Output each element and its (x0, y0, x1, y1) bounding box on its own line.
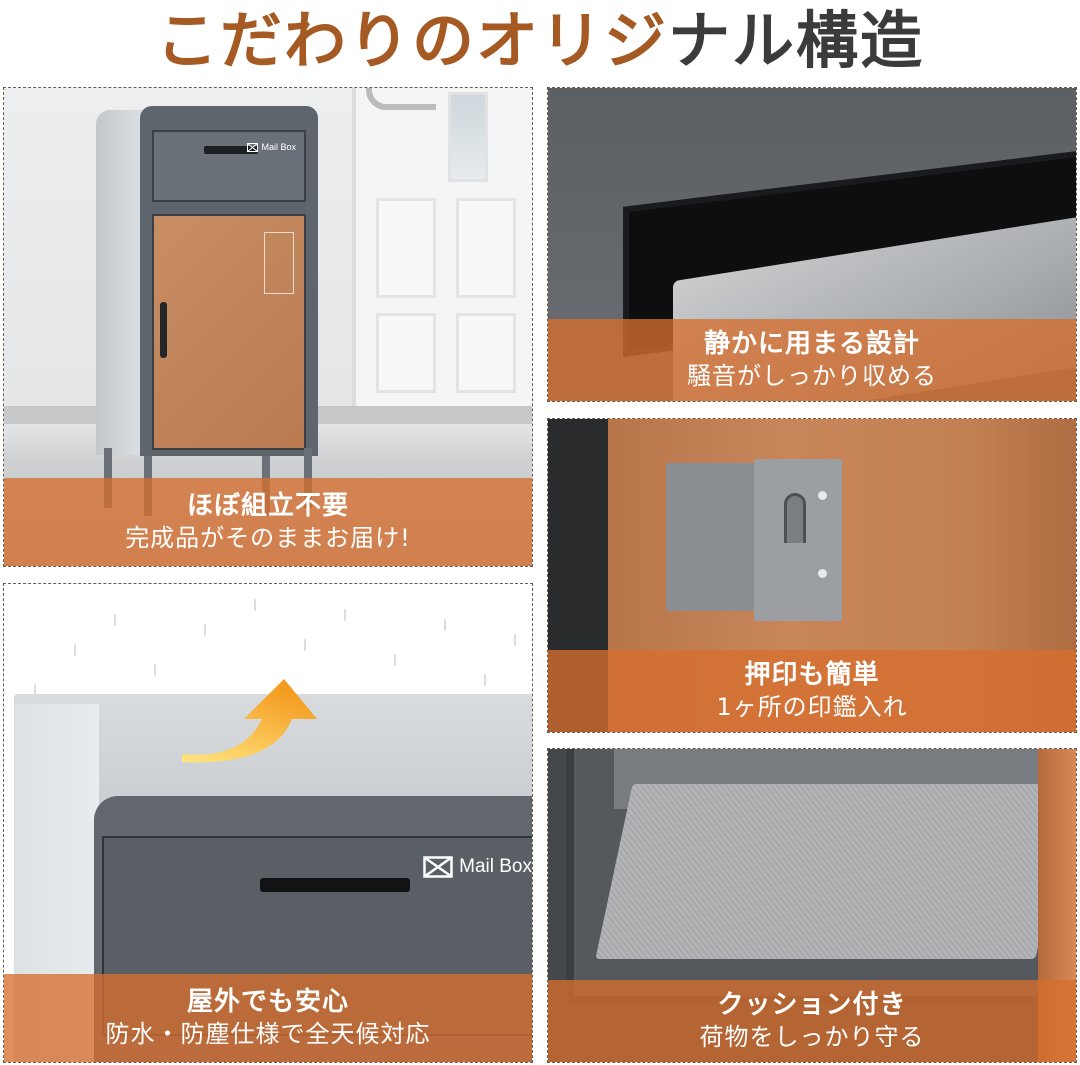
caption-banner: 押印も簡単 1ヶ所の印鑑入れ (548, 650, 1076, 732)
raindrop (394, 654, 396, 666)
caption-subline: 防水・防塵仕様で全天候対応 (105, 1019, 431, 1048)
bracket-left-face (666, 463, 754, 611)
raindrop (304, 639, 306, 651)
door-window (448, 92, 488, 182)
envelope-icon (247, 142, 259, 152)
drawer-handle (260, 878, 410, 892)
mailbox-parcel-door (152, 214, 306, 450)
caption-headline: ほぼ組立不要 (186, 491, 349, 522)
page-title: こだわりのオリジナル構造 (0, 0, 1080, 82)
feature-panel-weatherproof: Mail Box 屋外でも安心 防水・防塵仕様で全天候対応 (3, 583, 533, 1063)
raindrop (344, 609, 346, 621)
raindrop (114, 614, 116, 626)
background-door (352, 88, 532, 408)
raindrop (484, 674, 486, 686)
caption-headline: 屋外でも安心 (186, 987, 349, 1018)
raindrop (254, 599, 256, 611)
caption-subline: 完成品がそのままお届け! (125, 523, 411, 552)
title-accent-text: こだわりのオリジ (155, 4, 668, 77)
caption-subline: 騒音がしっかり収める (687, 361, 937, 390)
mail-slot-handle (204, 146, 258, 154)
door-panel (456, 198, 516, 298)
mailbox-side (96, 110, 146, 455)
envelope-icon (423, 856, 453, 878)
raindrop (74, 644, 76, 656)
door-panel (376, 198, 436, 298)
stamp-slot (784, 493, 806, 543)
raindrop (34, 684, 36, 696)
mailbox-label-text: Mail Box (459, 856, 532, 877)
caption-banner: 屋外でも安心 防水・防塵仕様で全天候対応 (4, 974, 532, 1062)
mailbox-label-text: Mail Box (261, 142, 296, 152)
raindrop (154, 664, 156, 676)
product-image-mailbox-by-door: Mail Box (4, 88, 532, 566)
mailbox-label: Mail Box (423, 856, 532, 878)
caption-subline: 1ヶ所の印鑑入れ (716, 692, 908, 721)
bracket-right-face (754, 459, 842, 621)
curved-up-arrow-icon (182, 679, 317, 763)
caption-banner: 静かに用まる設計 騒音がしっかり収める (548, 319, 1076, 401)
caption-headline: クッション付き (717, 990, 907, 1021)
mailbox-body: Mail Box (140, 106, 318, 456)
feature-panel-stamp-holder: 押印も簡単 1ヶ所の印鑑入れ (547, 418, 1077, 733)
title-rest-text: ナル構造 (668, 4, 925, 77)
raindrop (514, 634, 516, 646)
door-panel (376, 313, 436, 393)
cushion-mat (595, 784, 1073, 959)
feature-panel-cushion: クッション付き 荷物をしっかり守る (547, 748, 1077, 1063)
feature-panel-quiet-lid: 静かに用まる設計 騒音がしっかり収める (547, 87, 1077, 402)
caption-banner: ほぼ組立不要 完成品がそのままお届け! (4, 478, 532, 566)
raindrop (204, 624, 206, 636)
mailbox-drawer: Mail Box (152, 130, 306, 202)
parcel-compartment (566, 749, 1073, 1004)
parcel-door-handle (160, 302, 167, 358)
rivet (818, 491, 827, 500)
raindrop (444, 619, 446, 631)
instruction-sticker (264, 232, 294, 294)
caption-headline: 静かに用まる設計 (703, 329, 920, 360)
caption-subline: 荷物をしっかり守る (699, 1022, 925, 1051)
door-panel (456, 313, 516, 393)
mailbox-label: Mail Box (247, 142, 296, 152)
feature-panel-assembly: Mail Box ほぼ組立不要 完成品がそのままお届け! (3, 87, 533, 567)
door-handle (366, 88, 436, 110)
caption-banner: クッション付き 荷物をしっかり守る (548, 980, 1076, 1062)
caption-headline: 押印も簡単 (744, 660, 880, 691)
rivet (818, 569, 827, 578)
